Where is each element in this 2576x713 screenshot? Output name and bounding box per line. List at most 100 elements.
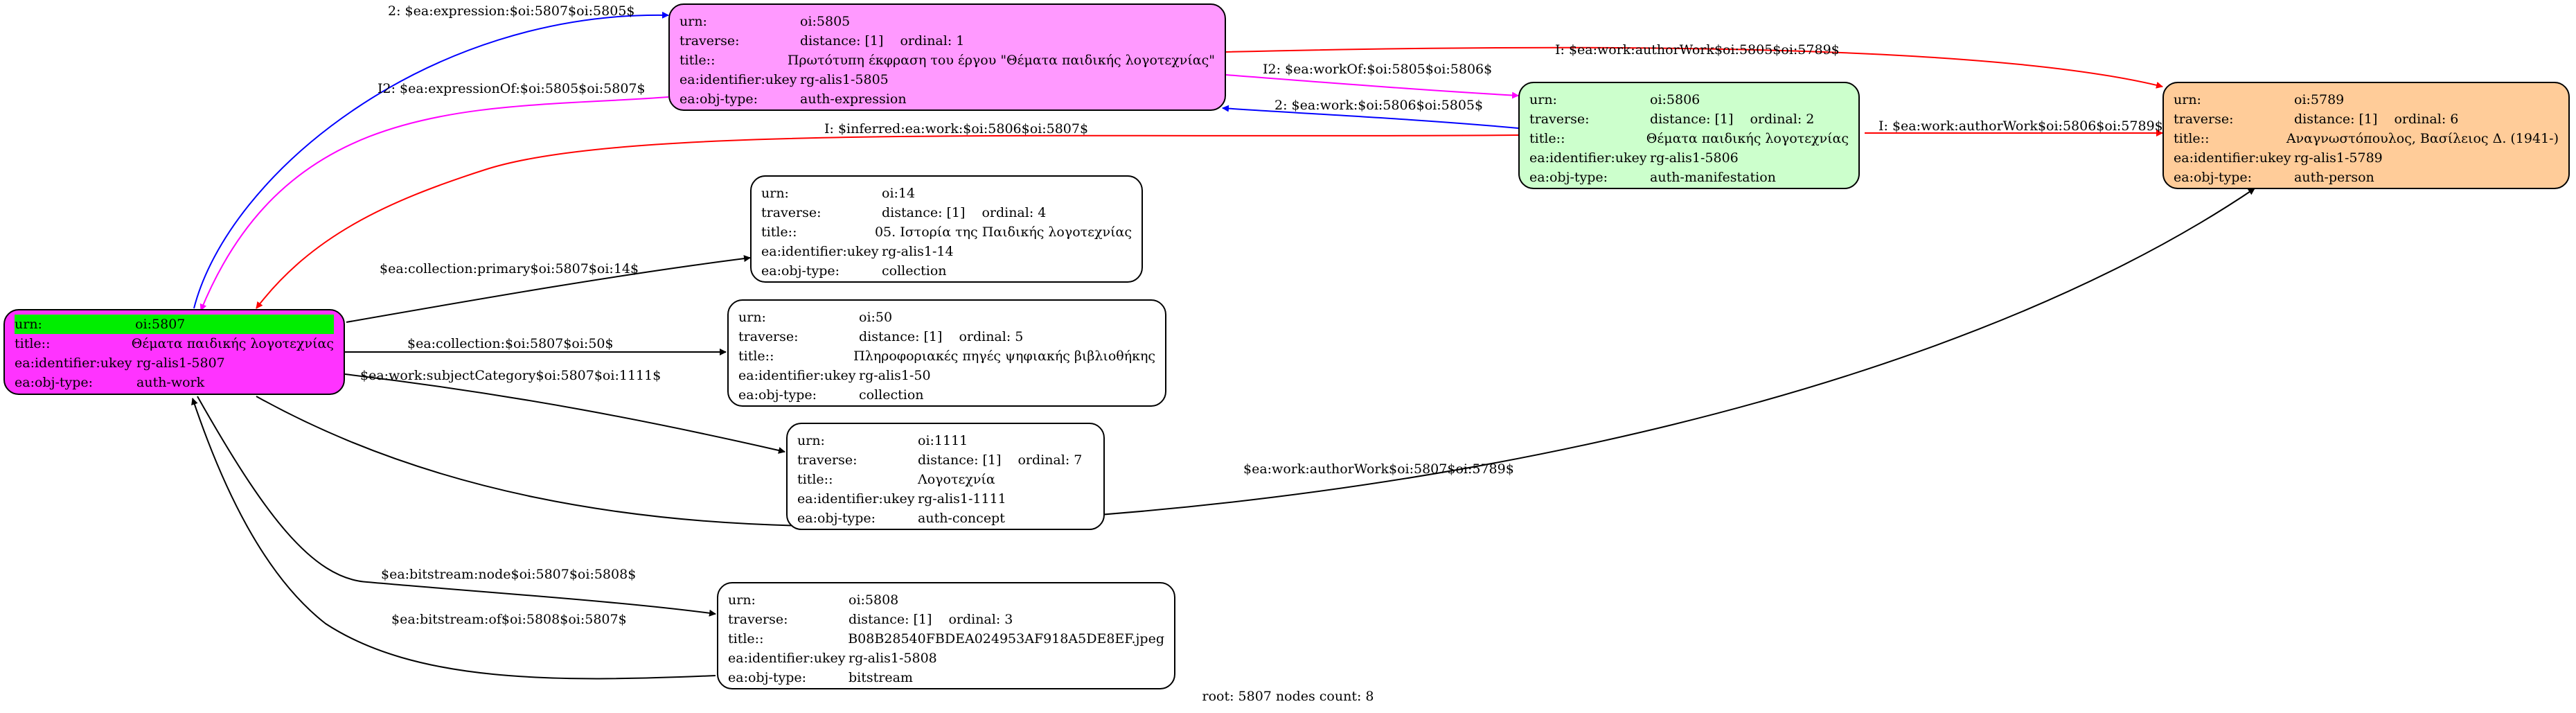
value-distance: distance: [1] bbox=[1650, 112, 1734, 127]
node-row-traverse: traverse: distance: [1] ordinal: 2 bbox=[1529, 109, 1849, 129]
key-ukey: ea:identifier:ukey bbox=[728, 651, 846, 666]
node-row-title: title:: 05. Ιστορία της Παιδικής λογοτεχ… bbox=[761, 222, 1132, 242]
node-oi-50[interactable]: urn: oi:50 traverse: distance: [1] ordin… bbox=[727, 299, 1166, 407]
node-row-ukey: ea:identifier:ukey rg-alis1-5807 bbox=[15, 353, 334, 373]
key-type: ea:obj-type: bbox=[679, 91, 758, 107]
value-urn: oi:5805 bbox=[800, 14, 851, 29]
value-distance: distance: [1] bbox=[859, 329, 943, 344]
value-ukey: rg-alis1-5807 bbox=[136, 355, 225, 371]
key-urn: urn: bbox=[728, 592, 756, 608]
key-ukey: ea:identifier:ukey bbox=[15, 355, 132, 371]
node-oi-5805[interactable]: urn: oi:5805 traverse: distance: [1] ord… bbox=[668, 3, 1226, 111]
key-title: title:: bbox=[679, 53, 716, 68]
value-type: auth-expression bbox=[800, 91, 907, 107]
node-row-title: title:: B08B28540FBDEA024953AF918A5DE8EF… bbox=[728, 629, 1164, 649]
node-row-type: ea:obj-type: auth-manifestation bbox=[1529, 168, 1849, 187]
value-type: auth-concept bbox=[918, 511, 1005, 526]
key-traverse: traverse: bbox=[738, 329, 799, 344]
edge-bitstream-node bbox=[197, 396, 716, 617]
node-row-ukey: ea:identifier:ukey rg-alis1-50 bbox=[738, 366, 1155, 385]
key-type: ea:obj-type: bbox=[738, 387, 817, 403]
value-title: 05. Ιστορία της Παιδικής λογοτεχνίας bbox=[874, 225, 1132, 240]
node-row-ukey: ea:identifier:ukey rg-alis1-1111 bbox=[797, 489, 1094, 509]
key-title: title:: bbox=[761, 225, 797, 240]
edge-bitstream-of bbox=[191, 398, 716, 680]
value-ordinal: ordinal: 1 bbox=[900, 33, 965, 49]
node-row-urn: urn: oi:1111 bbox=[797, 431, 1094, 450]
node-oi-5806[interactable]: urn: oi:5806 traverse: distance: [1] ord… bbox=[1518, 82, 1860, 189]
edge-collection-primary bbox=[346, 255, 751, 323]
edge-subject-category bbox=[344, 373, 785, 454]
value-distance: distance: [1] bbox=[849, 612, 932, 627]
node-row-traverse: traverse: distance: [1] ordinal: 4 bbox=[761, 203, 1132, 222]
edge-label-subject-category: $ea:work:subjectCategory$oi:5807$oi:1111… bbox=[360, 368, 661, 383]
value-ordinal: ordinal: 2 bbox=[1750, 112, 1815, 127]
node-row-type: ea:obj-type: auth-concept bbox=[797, 509, 1094, 528]
edge-work bbox=[1222, 105, 1519, 129]
value-distance: distance: [1] bbox=[882, 205, 966, 220]
node-row-traverse: traverse: distance: [1] ordinal: 1 bbox=[679, 31, 1215, 51]
key-ukey: ea:identifier:ukey bbox=[761, 244, 879, 259]
key-ukey: ea:identifier:ukey bbox=[2174, 150, 2291, 166]
key-title: title:: bbox=[1529, 131, 1565, 146]
node-row-traverse: traverse: distance: [1] ordinal: 6 bbox=[2174, 109, 2559, 129]
value-title: B08B28540FBDEA024953AF918A5DE8EF.jpeg bbox=[848, 631, 1164, 646]
edge-inferred bbox=[256, 134, 1519, 309]
node-row-ukey: ea:identifier:ukey rg-alis1-5806 bbox=[1529, 148, 1849, 168]
value-ukey: rg-alis1-5789 bbox=[2294, 150, 2383, 166]
value-title: Πρωτότυπη έκφραση του έργου "Θέματα παιδ… bbox=[787, 53, 1215, 68]
node-row-traverse: traverse: distance: [1] ordinal: 3 bbox=[728, 610, 1164, 629]
value-distance: distance: [1] bbox=[800, 33, 884, 49]
value-ukey: rg-alis1-5805 bbox=[800, 72, 889, 87]
node-oi-5789[interactable]: urn: oi:5789 traverse: distance: [1] ord… bbox=[2162, 82, 2570, 189]
node-oi-14[interactable]: urn: oi:14 traverse: distance: [1] ordin… bbox=[750, 175, 1143, 283]
value-ordinal: ordinal: 6 bbox=[2394, 112, 2459, 127]
key-urn: urn: bbox=[1529, 92, 1557, 107]
edge-label-author-work-5806: I: $ea:work:authorWork$oi:5806$oi:5789$ bbox=[1878, 118, 2163, 134]
key-ukey: ea:identifier:ukey bbox=[738, 368, 856, 383]
edge-label-work: 2: $ea:work:$oi:5806$oi:5805$ bbox=[1274, 98, 1483, 113]
key-type: ea:obj-type: bbox=[1529, 170, 1608, 185]
node-row-urn: urn: oi:5805 bbox=[679, 12, 1215, 31]
value-title: Αναγνωστόπουλος, Βασίλειος Δ. (1941-) bbox=[2286, 131, 2559, 146]
value-ukey: rg-alis1-14 bbox=[882, 244, 954, 259]
node-row-urn: urn: oi:5806 bbox=[1529, 90, 1849, 109]
node-oi-5808[interactable]: urn: oi:5808 traverse: distance: [1] ord… bbox=[717, 582, 1175, 689]
edge-label-collection: $ea:collection:$oi:5807$oi:50$ bbox=[407, 336, 614, 351]
value-urn: oi:50 bbox=[859, 310, 893, 325]
key-type: ea:obj-type: bbox=[728, 670, 807, 685]
node-oi-5807[interactable]: urn: oi:5807 title:: Θέματα παιδικής λογ… bbox=[3, 309, 345, 395]
key-traverse: traverse: bbox=[2174, 112, 2234, 127]
edge-label-author-work-5807: $ea:work:authorWork$oi:5807$oi:5789$ bbox=[1243, 461, 1514, 477]
key-urn: urn: bbox=[797, 433, 825, 448]
node-row-title: title:: Πρωτότυπη έκφραση του έργου "Θέμ… bbox=[679, 51, 1215, 70]
value-type: bitstream bbox=[849, 670, 913, 685]
node-oi-1111[interactable]: urn: oi:1111 traverse: distance: [1] ord… bbox=[786, 423, 1105, 530]
edge-label-bitstream-of: $ea:bitstream:of$oi:5808$oi:5807$ bbox=[391, 612, 627, 627]
node-row-type: ea:obj-type: collection bbox=[761, 261, 1132, 281]
node-row-traverse: traverse: distance: [1] ordinal: 7 bbox=[797, 450, 1094, 470]
key-traverse: traverse: bbox=[728, 612, 788, 627]
node-row-type: ea:obj-type: bitstream bbox=[728, 668, 1164, 687]
edge-label-expression-of: I2: $ea:expressionOf:$oi:5805$oi:5807$ bbox=[377, 81, 646, 96]
value-type: auth-person bbox=[2294, 170, 2374, 185]
key-title: title:: bbox=[728, 631, 764, 646]
value-distance: distance: [1] bbox=[2294, 112, 2378, 127]
edge-label-author-work-5805: I: $ea:work:authorWork$oi:5805$oi:5789$ bbox=[1555, 42, 1840, 58]
value-ordinal: ordinal: 3 bbox=[948, 612, 1013, 627]
edge-label-collection-primary: $ea:collection:primary$oi:5807$oi:14$ bbox=[380, 261, 639, 276]
node-row-ukey: ea:identifier:ukey rg-alis1-5805 bbox=[679, 70, 1215, 89]
node-row-urn: urn: oi:14 bbox=[761, 184, 1132, 203]
key-urn: urn: bbox=[761, 186, 789, 201]
value-type: collection bbox=[859, 387, 924, 403]
value-ukey: rg-alis1-50 bbox=[859, 368, 931, 383]
value-type: auth-work bbox=[136, 375, 205, 390]
key-type: ea:obj-type: bbox=[761, 263, 840, 279]
node-row-traverse: traverse: distance: [1] ordinal: 5 bbox=[738, 327, 1155, 346]
value-urn: oi:14 bbox=[882, 186, 916, 201]
value-title: Θέματα παιδικής λογοτεχνίας bbox=[131, 336, 334, 351]
node-row-type: ea:obj-type: collection bbox=[738, 385, 1155, 405]
key-urn: urn: bbox=[679, 14, 707, 29]
node-row-title: title:: Λογοτεχνία bbox=[797, 470, 1094, 489]
